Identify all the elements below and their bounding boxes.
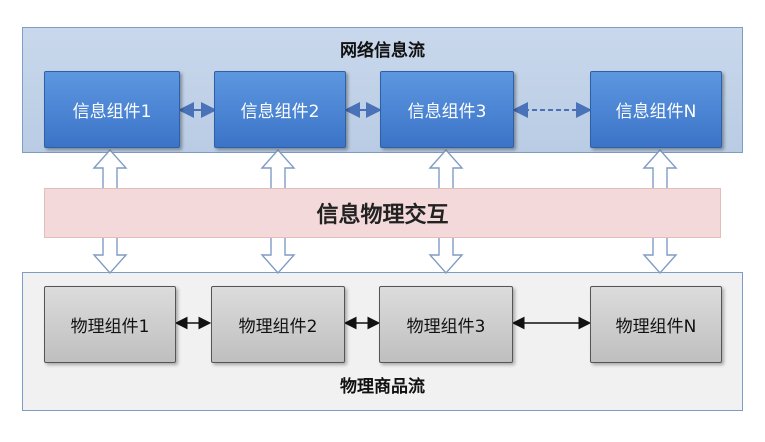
interaction-label: 信息物理交互 [316,203,449,228]
physical-component-n: 物理组件N [590,286,722,363]
info-component-3: 信息组件3 [380,71,514,148]
physical-component-3: 物理组件3 [379,286,513,363]
physical-goods-flow-title: 物理商品流 [340,377,425,397]
physical-component-1: 物理组件1 [44,286,176,363]
network-info-flow-title: 网络信息流 [340,41,425,61]
info-physical-interaction-band: 信息物理交互 [44,188,721,238]
info-component-n: 信息组件N [590,71,722,148]
physical-component-2: 物理组件2 [211,286,345,363]
info-component-1: 信息组件1 [44,71,180,148]
info-component-2: 信息组件2 [214,71,346,148]
